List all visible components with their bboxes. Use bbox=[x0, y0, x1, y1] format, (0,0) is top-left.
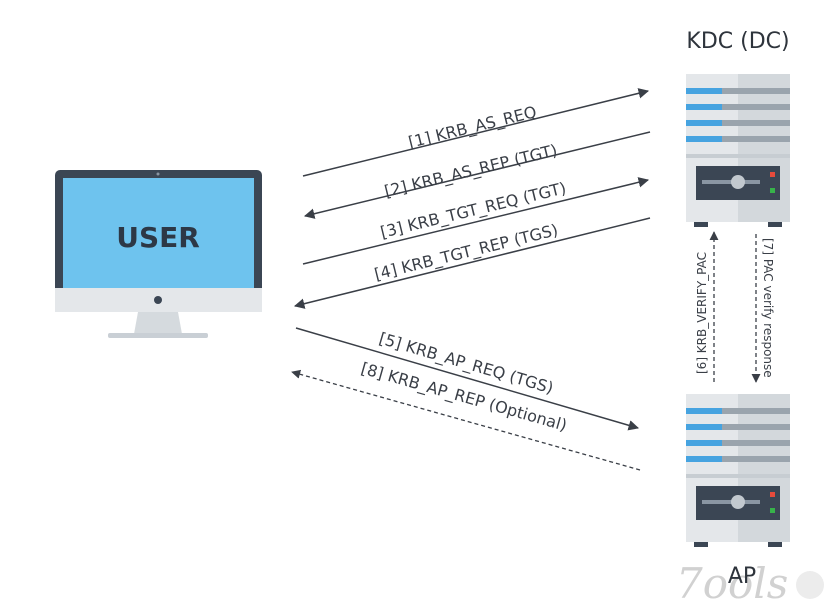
server-divider bbox=[686, 154, 790, 158]
power-button bbox=[154, 296, 162, 304]
arrow-4 bbox=[293, 217, 651, 309]
ap-server bbox=[686, 394, 790, 547]
monitor-base bbox=[108, 333, 208, 338]
led-red bbox=[770, 172, 775, 177]
watermark: 7ools bbox=[676, 559, 824, 608]
watermark-text: 7ools bbox=[676, 559, 788, 608]
server-stripe bbox=[686, 456, 722, 462]
watermark-splash bbox=[796, 571, 824, 599]
server-stripe bbox=[722, 456, 790, 462]
server-stripe bbox=[686, 440, 722, 446]
arrow-1 bbox=[302, 88, 650, 177]
server-stripe bbox=[686, 408, 722, 414]
arrow-5 bbox=[295, 327, 640, 431]
server-stripe bbox=[722, 104, 790, 110]
server-stripe bbox=[686, 104, 722, 110]
user-label: USER bbox=[116, 221, 200, 254]
server-stripe bbox=[722, 440, 790, 446]
server-stripe bbox=[722, 424, 790, 430]
monitor-screen bbox=[63, 178, 254, 288]
server-stripe bbox=[722, 136, 790, 142]
server-knob bbox=[731, 495, 745, 509]
monitor-stand bbox=[134, 312, 182, 334]
server-stripe bbox=[686, 424, 722, 430]
msg-label-6: [6] KRB_VERIFY_PAC bbox=[695, 252, 709, 374]
arrow-8 bbox=[291, 369, 641, 471]
server-foot bbox=[694, 542, 708, 547]
server-divider bbox=[686, 474, 790, 478]
server-stripe bbox=[686, 136, 722, 142]
led-green bbox=[770, 188, 775, 193]
kdc-server bbox=[686, 74, 790, 227]
ap-label: AP bbox=[728, 564, 756, 589]
led-green bbox=[770, 508, 775, 513]
arrow-3 bbox=[302, 177, 650, 265]
server-foot bbox=[694, 222, 708, 227]
camera-dot bbox=[156, 172, 160, 176]
server-stripe bbox=[722, 88, 790, 94]
server-stripe bbox=[686, 120, 722, 126]
led-red bbox=[770, 492, 775, 497]
kdc-label: KDC (DC) bbox=[686, 29, 789, 54]
server-stripe bbox=[722, 408, 790, 414]
server-foot bbox=[768, 222, 782, 227]
user-computer: USER bbox=[55, 170, 262, 338]
server-stripe bbox=[686, 88, 722, 94]
server-knob bbox=[731, 175, 745, 189]
server-foot bbox=[768, 542, 782, 547]
server-stripe bbox=[722, 120, 790, 126]
msg-label-7: [7] PAC verify response bbox=[761, 238, 775, 378]
arrow-2 bbox=[303, 131, 651, 219]
msg-label-1: [1] KRB_AS_REQ bbox=[406, 102, 538, 153]
